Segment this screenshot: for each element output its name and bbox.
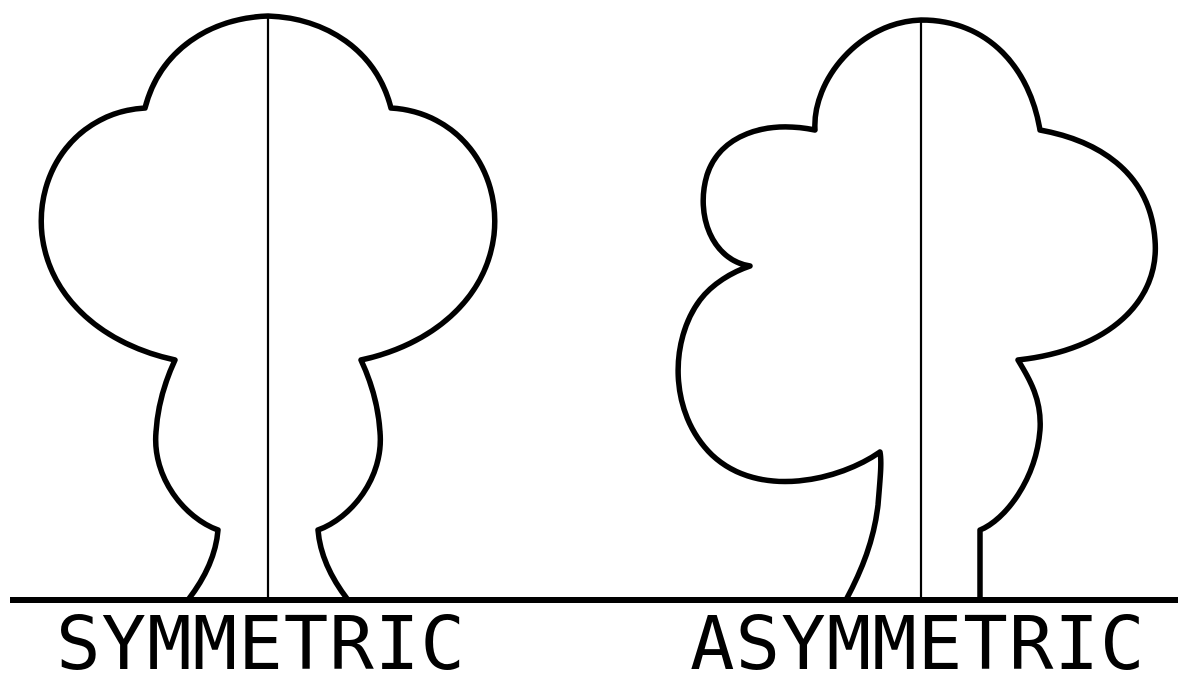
asymmetric-tree — [678, 20, 1155, 600]
asymmetric-label: ASYMMETRIC — [690, 606, 1146, 682]
asymmetric-tree-outline — [678, 20, 1155, 600]
symmetric-label: SYMMETRIC — [56, 606, 466, 682]
symmetric-tree — [41, 16, 494, 600]
